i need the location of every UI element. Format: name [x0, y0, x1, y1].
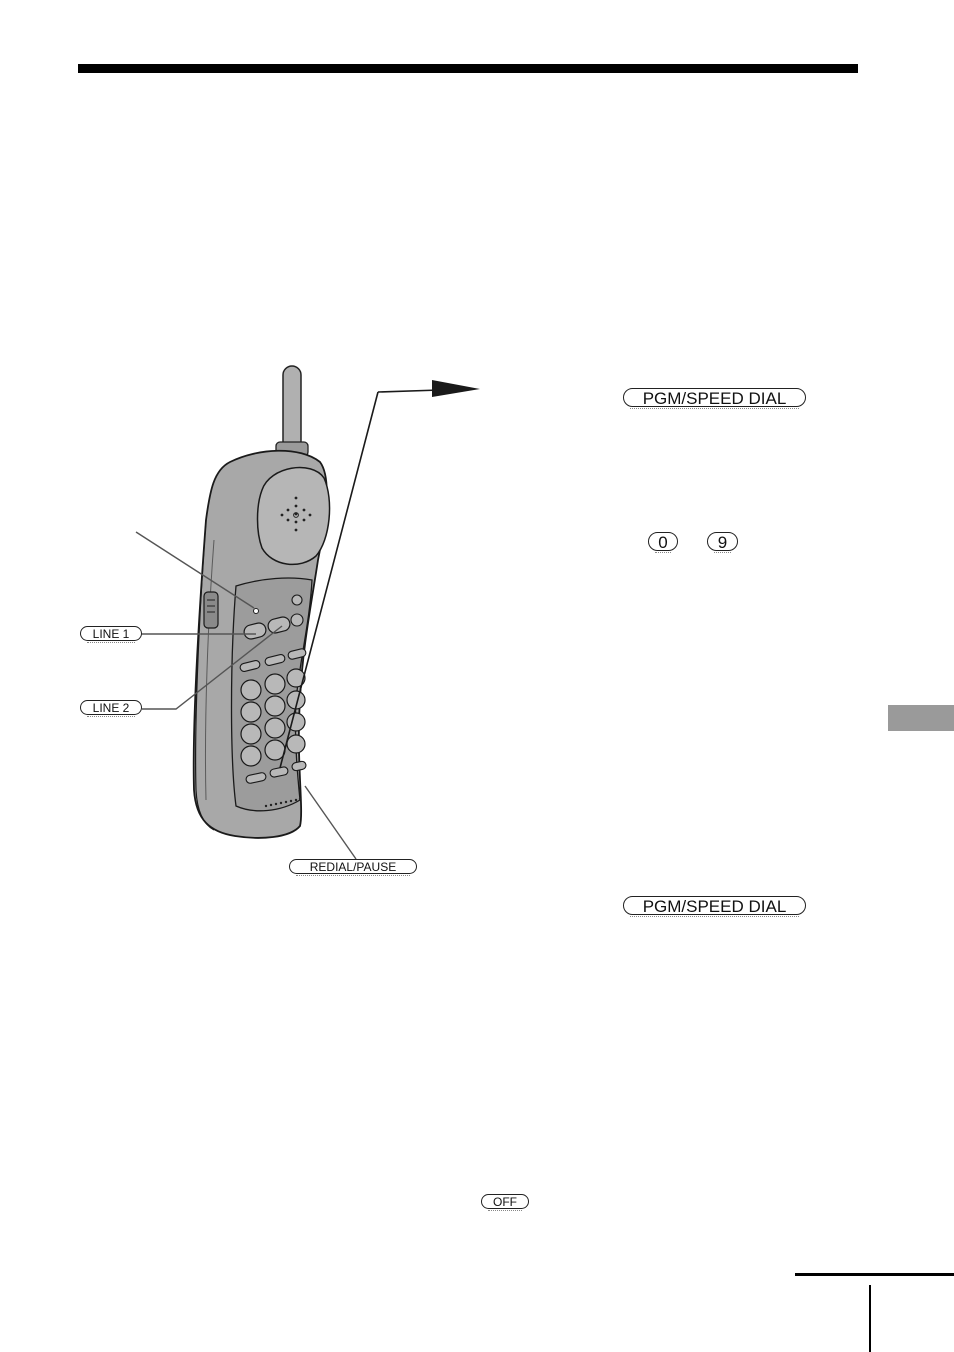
redial-pause-callout: REDIAL/PAUSE	[289, 859, 417, 876]
digit-9-key: 9	[707, 532, 738, 553]
line2-key-drawing	[267, 616, 291, 634]
antenna	[282, 365, 302, 451]
section-tab	[888, 705, 954, 731]
pgm-speed-dial-key-top: PGM/SPEED DIAL	[623, 388, 806, 409]
off-key: OFF	[481, 1194, 529, 1211]
bottom-rule	[795, 1273, 954, 1276]
top-rule	[78, 64, 858, 73]
pgm-speed-dial-key-bottom: PGM/SPEED DIAL	[623, 896, 806, 917]
indicator-lamp	[253, 608, 259, 614]
pointer-arrowhead	[432, 380, 480, 397]
digit-0-key: 0	[648, 532, 678, 553]
earpiece-holes	[280, 496, 312, 532]
side-switch	[203, 591, 219, 629]
line2-callout: LINE 2	[80, 700, 142, 717]
bottom-vertical-line	[869, 1285, 871, 1352]
handset-illustration	[135, 365, 480, 860]
line1-callout: LINE 1	[80, 626, 142, 643]
